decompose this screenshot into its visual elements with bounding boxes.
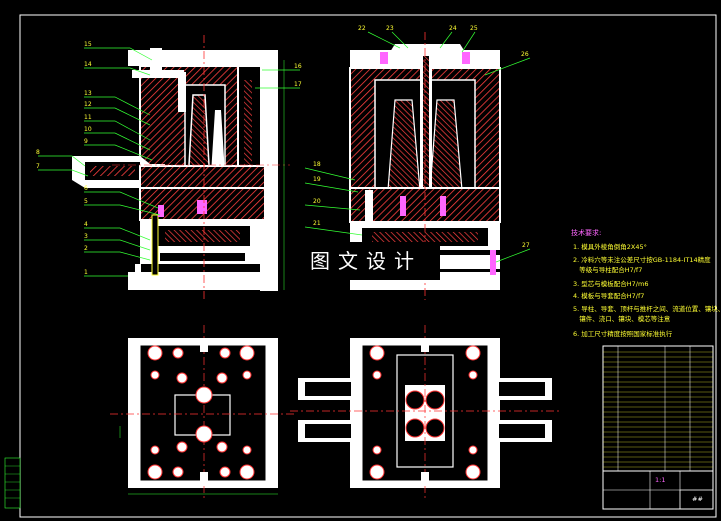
title-block <box>602 470 714 510</box>
part-number-label: 18 <box>313 161 321 168</box>
part-number-label: 25 <box>470 25 478 32</box>
front-section-view <box>72 35 290 300</box>
tech-req-item: 3. 型芯与模板配合H7/m6 <box>573 280 649 288</box>
part-number-label: 10 <box>84 126 92 133</box>
bill-of-materials <box>602 345 714 472</box>
part-number-label: 24 <box>449 25 457 32</box>
part-number-label: 26 <box>521 51 529 58</box>
part-number-label: 11 <box>84 114 92 121</box>
tech-req-item: 6. 加工尺寸精度按照国家标准执行 <box>573 330 673 338</box>
part-number-label: 15 <box>84 41 92 48</box>
part-number-label: 17 <box>294 81 302 88</box>
part-number-label: 8 <box>36 149 40 156</box>
tech-req-item: 1. 模具外棱角倒角2X45° <box>573 243 647 251</box>
part-number-label: 21 <box>313 220 321 227</box>
part-number-label: 7 <box>36 163 40 170</box>
part-number-label: 27 <box>522 242 530 249</box>
title-block-mark: ## <box>692 495 703 503</box>
part-number-label: 16 <box>294 63 302 70</box>
tech-req-item: 2. 冷料穴等未注公差尺寸按GB-1184-IT14精度 等级与导柱配合H7/f… <box>573 256 711 274</box>
part-number-label: 9 <box>84 138 88 145</box>
tech-req-item: 4. 模板与导套配合H7/f7 <box>573 292 645 300</box>
part-number-label: 6 <box>84 185 88 192</box>
part-number-label: 14 <box>84 61 92 68</box>
part-number-label: 13 <box>84 90 92 97</box>
part-number-label: 4 <box>84 221 88 228</box>
part-number-label: 1 <box>84 269 88 276</box>
part-number-label: 2 <box>84 245 88 252</box>
dimension-lines <box>119 60 285 495</box>
tech-req-title: 技术要求: <box>571 229 602 237</box>
plan-left-holes <box>147 345 255 480</box>
part-number-label: 19 <box>313 176 321 183</box>
title-block-scale: 1:1 <box>655 476 666 484</box>
part-number-label: 5 <box>84 198 88 205</box>
leader-lines <box>38 31 531 277</box>
tech-req-item: 5. 导柱、导套、顶杆与推杆之间、流道位置、镶块、 镶件、浇口、镶块、模芯等注意 <box>573 305 721 323</box>
drawing-frame <box>19 14 717 518</box>
plan-view-right <box>290 325 560 500</box>
side-section-view <box>349 32 501 300</box>
part-number-label: 3 <box>84 233 88 240</box>
plan-view-left <box>110 325 295 500</box>
margin-strip <box>4 457 21 509</box>
part-number-label: 20 <box>313 198 321 205</box>
part-number-label: 12 <box>84 101 92 108</box>
part-number-label: 23 <box>386 25 394 32</box>
overlay-title: 图文设计 <box>292 242 440 280</box>
part-number-label: 22 <box>358 25 366 32</box>
